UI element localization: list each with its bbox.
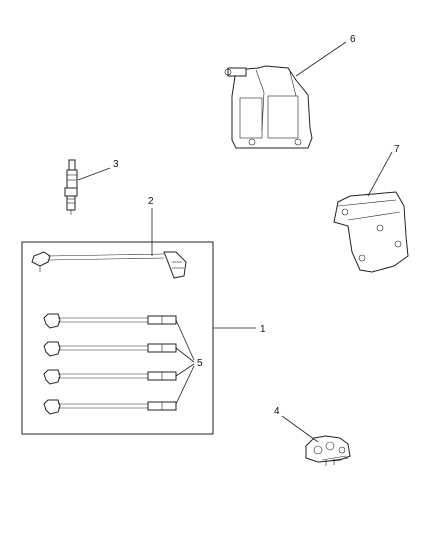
spark-plug-wire-4 [43, 399, 177, 415]
spark-plug-wire-1 [43, 313, 177, 329]
wire-kit-frame [21, 241, 214, 435]
callout-6: 6 [350, 34, 356, 45]
ignition-coil [224, 65, 313, 149]
coil-wire [31, 251, 187, 279]
callout-2: 2 [148, 196, 154, 207]
spark-plug [64, 159, 78, 215]
callout-5: 5 [197, 358, 203, 369]
callout-7: 7 [394, 144, 400, 155]
callout-4: 4 [274, 406, 280, 417]
spark-plug-wire-2 [43, 341, 177, 357]
spark-plug-wire-3 [43, 369, 177, 385]
wire-clip [305, 435, 351, 466]
callout-3: 3 [113, 159, 119, 170]
coil-bracket [333, 191, 409, 273]
callout-1: 1 [260, 324, 266, 335]
